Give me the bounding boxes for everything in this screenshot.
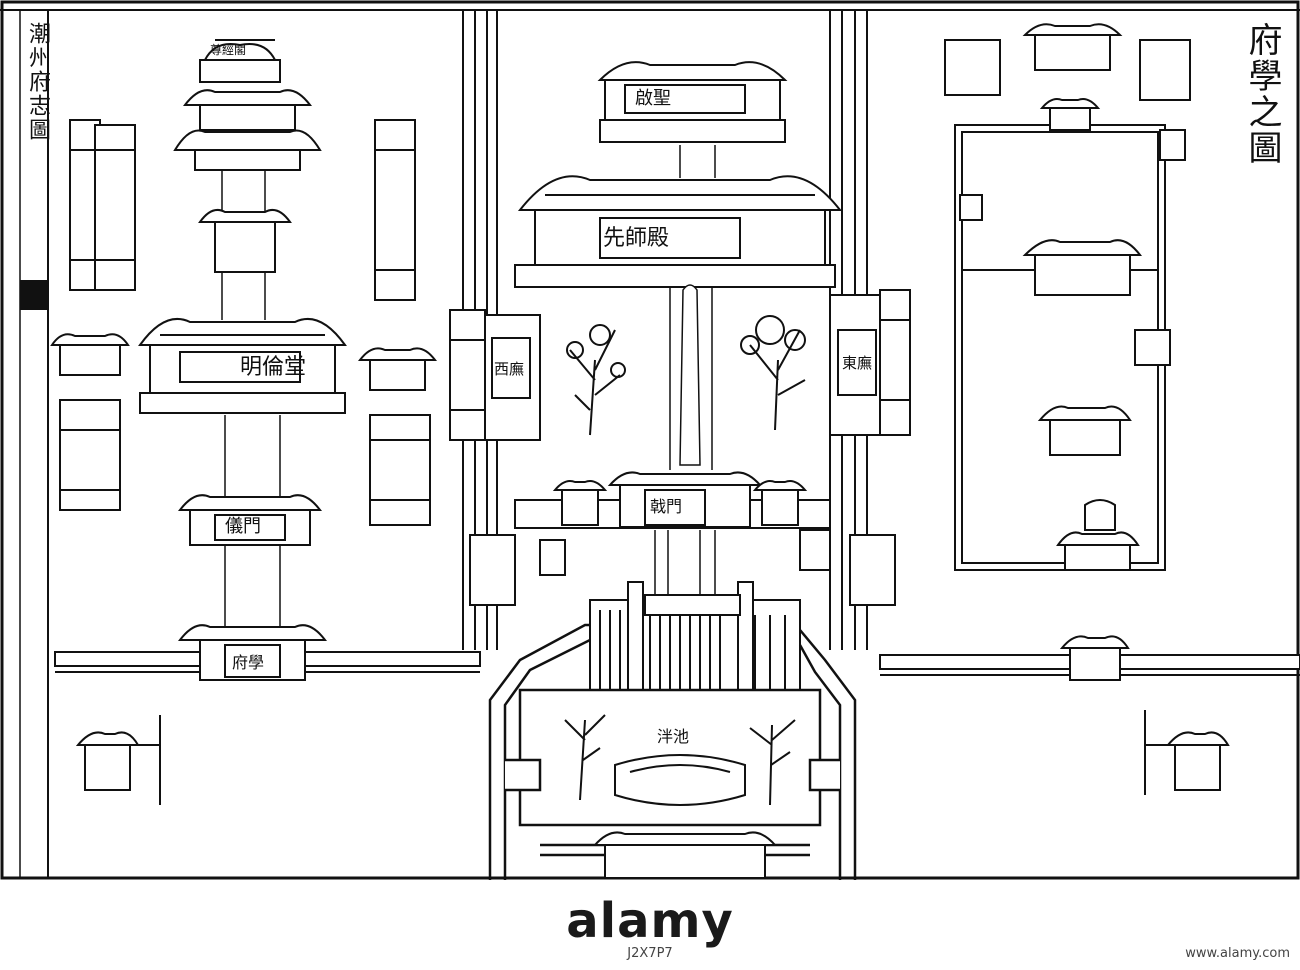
watermark-image-id: J2X7P7 [627,946,673,961]
xian-shi-hall [514,175,843,288]
qi-sheng-hall [597,61,788,143]
ming-lun-hall [138,317,347,414]
map-title: 府學之圖 [1242,22,1282,166]
watermark-url: www.alamy.com [1185,946,1290,961]
bottom-right-pavilion [1144,710,1230,795]
side-text: 潮州府志圖 [25,22,50,142]
label-qi-sheng: 啟聖 [635,88,671,109]
ji-gate-row [514,471,831,529]
label-xian-shi-dian: 先師殿 [603,226,669,251]
bamboo-left [564,714,606,801]
right-compound [944,23,1191,681]
left-wing-buildings [50,119,438,526]
label-yi-men: 儀門 [225,516,261,537]
label-ji-men: 戟門 [650,497,682,516]
label-xi-wu: 西廡 [494,360,524,378]
west-wing-hall [449,309,541,441]
bottom-left-pavilion [75,715,161,805]
school-map: 明倫堂 先師殿 戟門 儀門 府學 泮池 啟聖 尊經閣 西廡 東廡 府學之圖 潮州… [0,0,1300,880]
label-zun-jing-ge: 尊經閣 [210,42,246,57]
label-dong-wu: 東廡 [842,354,872,372]
east-wing-hall [829,289,911,436]
tree-left [566,324,626,436]
central-courtyard [449,61,911,880]
label-fu-xue: 府學 [232,653,264,672]
ling-xing-gate [589,581,801,691]
watermark-footer [0,880,1300,970]
watermark-logo: alamy [566,893,734,949]
tree-right [740,315,806,431]
fu-xue-gate [177,624,328,681]
pan-chi-pond [614,754,746,806]
zun-jing-pavilion [173,39,322,171]
yi-gate [177,494,323,546]
map-drawing: 明倫堂 先師殿 戟門 儀門 府學 泮池 啟聖 尊經閣 西廡 東廡 [0,0,1300,880]
margin-block [20,280,48,310]
label-ming-lun-tang: 明倫堂 [240,355,306,380]
lower-side-halls [469,529,896,606]
label-pan-chi: 泮池 [657,727,689,746]
bamboo-right [749,719,796,806]
left-courtyard [50,39,438,681]
left-axis-tower [198,209,292,273]
lower-gate [592,831,778,879]
